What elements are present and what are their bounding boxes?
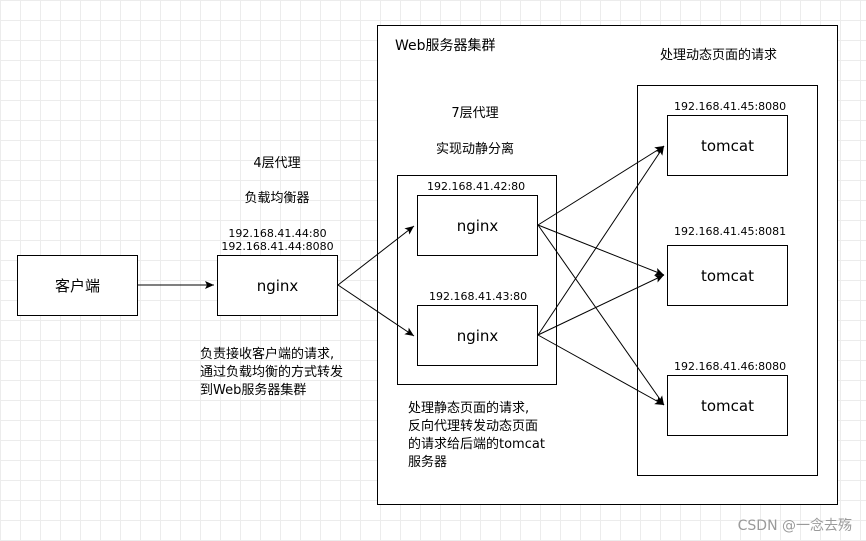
dynamic-title: 处理动态页面的请求 — [660, 48, 778, 63]
lb-title: 4层代理 — [253, 156, 301, 171]
nginx-1-ip: 192.168.41.42:80 — [427, 180, 526, 193]
static-note-line-1: 处理静态页面的请求, — [408, 401, 530, 416]
lb-subtitle: 负载均衡器 — [244, 191, 310, 206]
tomcat-2-ip: 192.168.41.45:8081 — [674, 225, 787, 238]
lb-note-line-2: 通过负载均衡的方式转发 — [200, 365, 344, 380]
nginx-1-box: nginx — [417, 195, 538, 256]
static-note-line-2: 反向代理转发动态页面 — [408, 419, 539, 434]
web-cluster-title: Web服务器集群 — [395, 38, 496, 54]
nginx-2-ip: 192.168.41.43:80 — [429, 290, 528, 303]
static-note-line-3: 的请求给后端的tomcat — [408, 437, 545, 452]
lb-note-line-3: 到Web服务器集群 — [200, 383, 307, 398]
tomcat-1-ip: 192.168.41.45:8080 — [674, 100, 787, 113]
tomcat-1-box: tomcat — [667, 115, 788, 176]
layer7-subtitle: 实现动静分离 — [435, 142, 514, 157]
lb-nginx-box: nginx — [217, 255, 338, 316]
lb-note: 负责接收客户端的请求, 通过负载均衡的方式转发 到Web服务器集群 — [200, 346, 343, 400]
lb-ip-2: 192.168.41.44:8080 — [221, 240, 334, 253]
static-note-line-4: 服务器 — [408, 455, 448, 470]
watermark: CSDN @一念去殇 — [737, 518, 852, 534]
tomcat-2-box: tomcat — [667, 245, 788, 306]
tomcat-3-ip: 192.168.41.46:8080 — [674, 360, 787, 373]
lb-ip-1: 192.168.41.44:80 — [228, 227, 327, 240]
layer7-title: 7层代理 — [451, 106, 499, 121]
static-note: 处理静态页面的请求, 反向代理转发动态页面 的请求给后端的tomcat 服务器 — [408, 400, 545, 472]
nginx-2-box: nginx — [417, 305, 538, 366]
tomcat-3-box: tomcat — [667, 375, 788, 436]
client-box: 客户端 — [17, 255, 138, 316]
lb-note-line-1: 负责接收客户端的请求, — [200, 347, 335, 362]
